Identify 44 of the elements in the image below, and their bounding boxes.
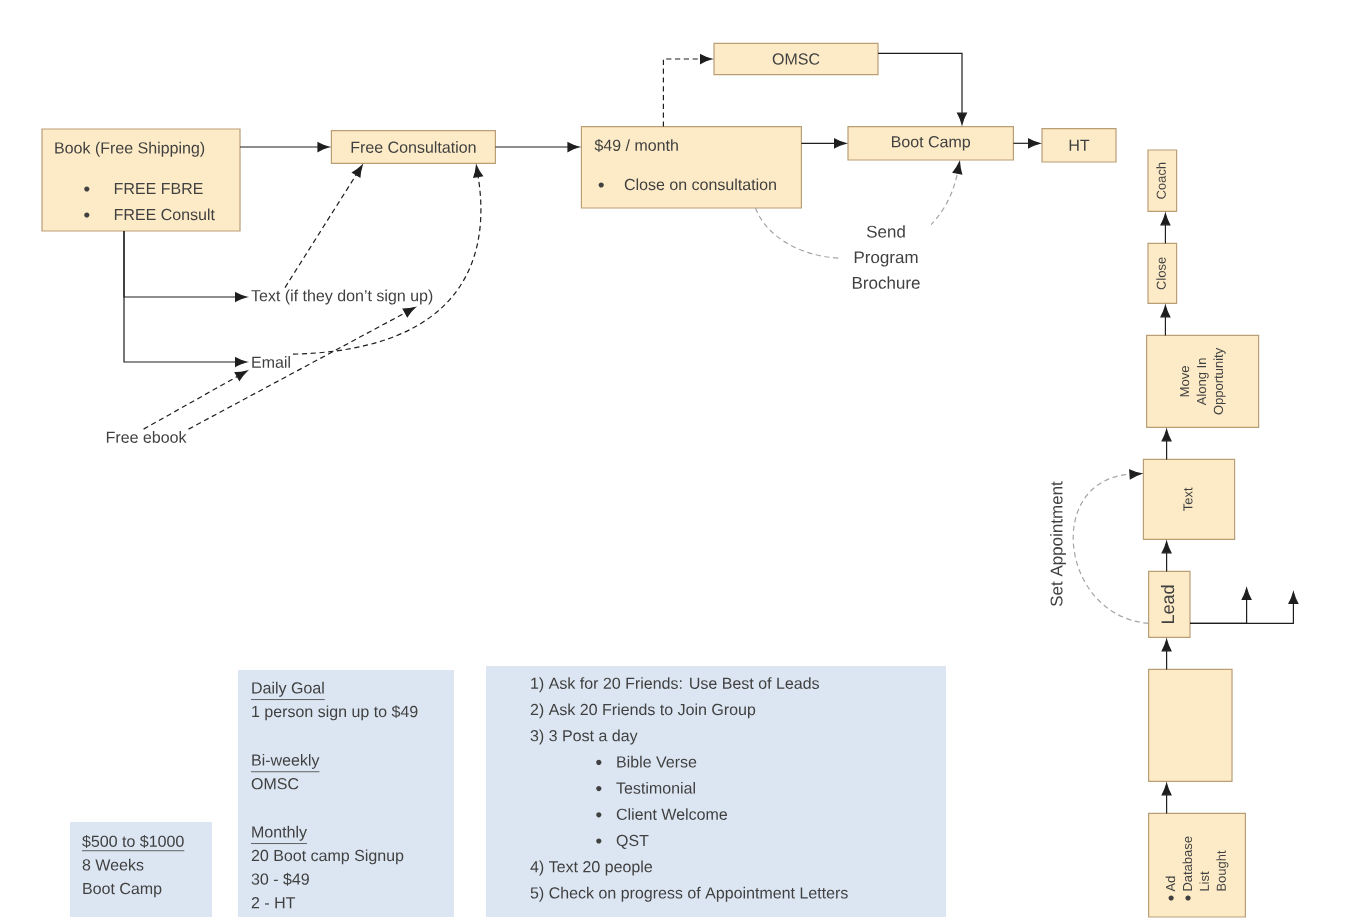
- process-box: Lead: [1148, 570, 1191, 638]
- elbow-arrow: [123, 230, 248, 367]
- arrow: [284, 164, 363, 289]
- arrow: [143, 370, 248, 430]
- arrow: [1161, 783, 1172, 814]
- node-label: 4) Text 20 people: [530, 860, 653, 876]
- arrow: [1160, 213, 1171, 244]
- text-label: Text (if they don’t sign up): [251, 289, 433, 305]
- node-label: 1) Ask for 20 Friends: Use Best of Leads: [531, 677, 820, 693]
- edge-label: Set Appointment: [1048, 479, 1068, 609]
- process-box: HT: [1041, 128, 1117, 163]
- text-label: Free ebook: [106, 431, 187, 443]
- process-box: $49 / month Close on consultation: [580, 126, 802, 209]
- node-label: 2) Ask 20 Friends to Join Group: [530, 703, 756, 719]
- arrow: [1161, 639, 1172, 670]
- edge-label: Send Program Brochure: [841, 223, 931, 291]
- note-box: $500 to $1000 8 Weeks Boot Camp: [70, 822, 212, 917]
- text-label: Email: [252, 356, 290, 368]
- arrow: [494, 142, 580, 152]
- process-box: Boot Camp: [847, 126, 1014, 161]
- arrow: [1161, 429, 1172, 460]
- process-box: OMSC: [713, 42, 879, 76]
- node-label: 3) 3 Post a day: [530, 729, 638, 745]
- node-label: Testimonial: [616, 782, 695, 794]
- arrow: [800, 138, 847, 149]
- arrow: [1012, 138, 1041, 149]
- node-label: QST: [616, 834, 649, 850]
- arrow: [1160, 305, 1171, 336]
- arrow: [239, 142, 330, 152]
- note-box: 1) Ask for 20 Friends: Use Best of Leads 2) Ask 20 Friends to Join Group 3) 3 Post a day Bible Verse Testimonial Client Welcome QST 4) Text 20 people 5) Check on progress of Appointment Letters: [486, 666, 946, 917]
- arrow: [1189, 591, 1299, 624]
- note-box: Daily Goal 1 person sign up to $49 Bi-weekly OMSC Monthly 20 Boot camp Signup 30 - $49 2 - HT: [238, 670, 454, 917]
- arrow: [187, 307, 416, 430]
- arrow: [1161, 541, 1172, 572]
- elbow-arrow: [662, 54, 713, 128]
- node-label: Bible Verse: [617, 755, 697, 768]
- process-box: [1148, 668, 1233, 782]
- process-box: Free Consultation: [330, 130, 496, 164]
- curved-arrow: [1072, 469, 1150, 624]
- node-label: 5) Check on progress of Appointment Letters: [530, 886, 848, 902]
- elbow-arrow: [877, 52, 967, 125]
- node-label: Client Welcome: [616, 808, 728, 820]
- curved-arrow: [292, 165, 484, 355]
- process-box: Book (Free Shipping) FREE FBRE FREE Consult: [41, 128, 241, 232]
